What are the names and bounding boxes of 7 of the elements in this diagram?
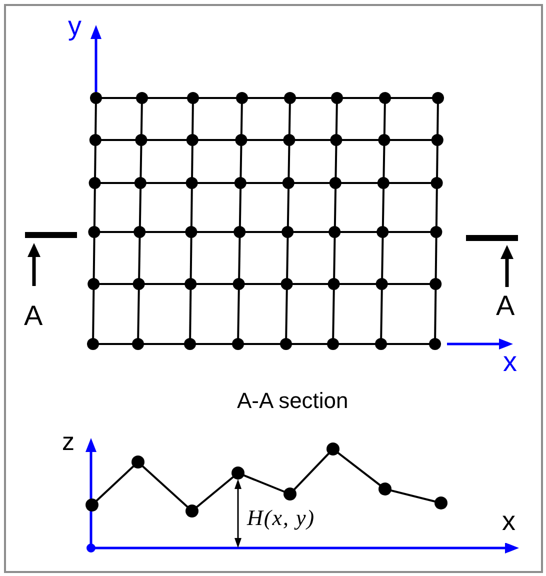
axis-label: x [503,348,517,376]
axis-label: x [502,508,516,535]
section-letter: A [496,292,515,320]
section-letter: A [24,302,43,330]
axis-label: y [68,13,82,40]
axis-label: z [62,430,74,455]
section-title: A-A section [237,390,348,412]
